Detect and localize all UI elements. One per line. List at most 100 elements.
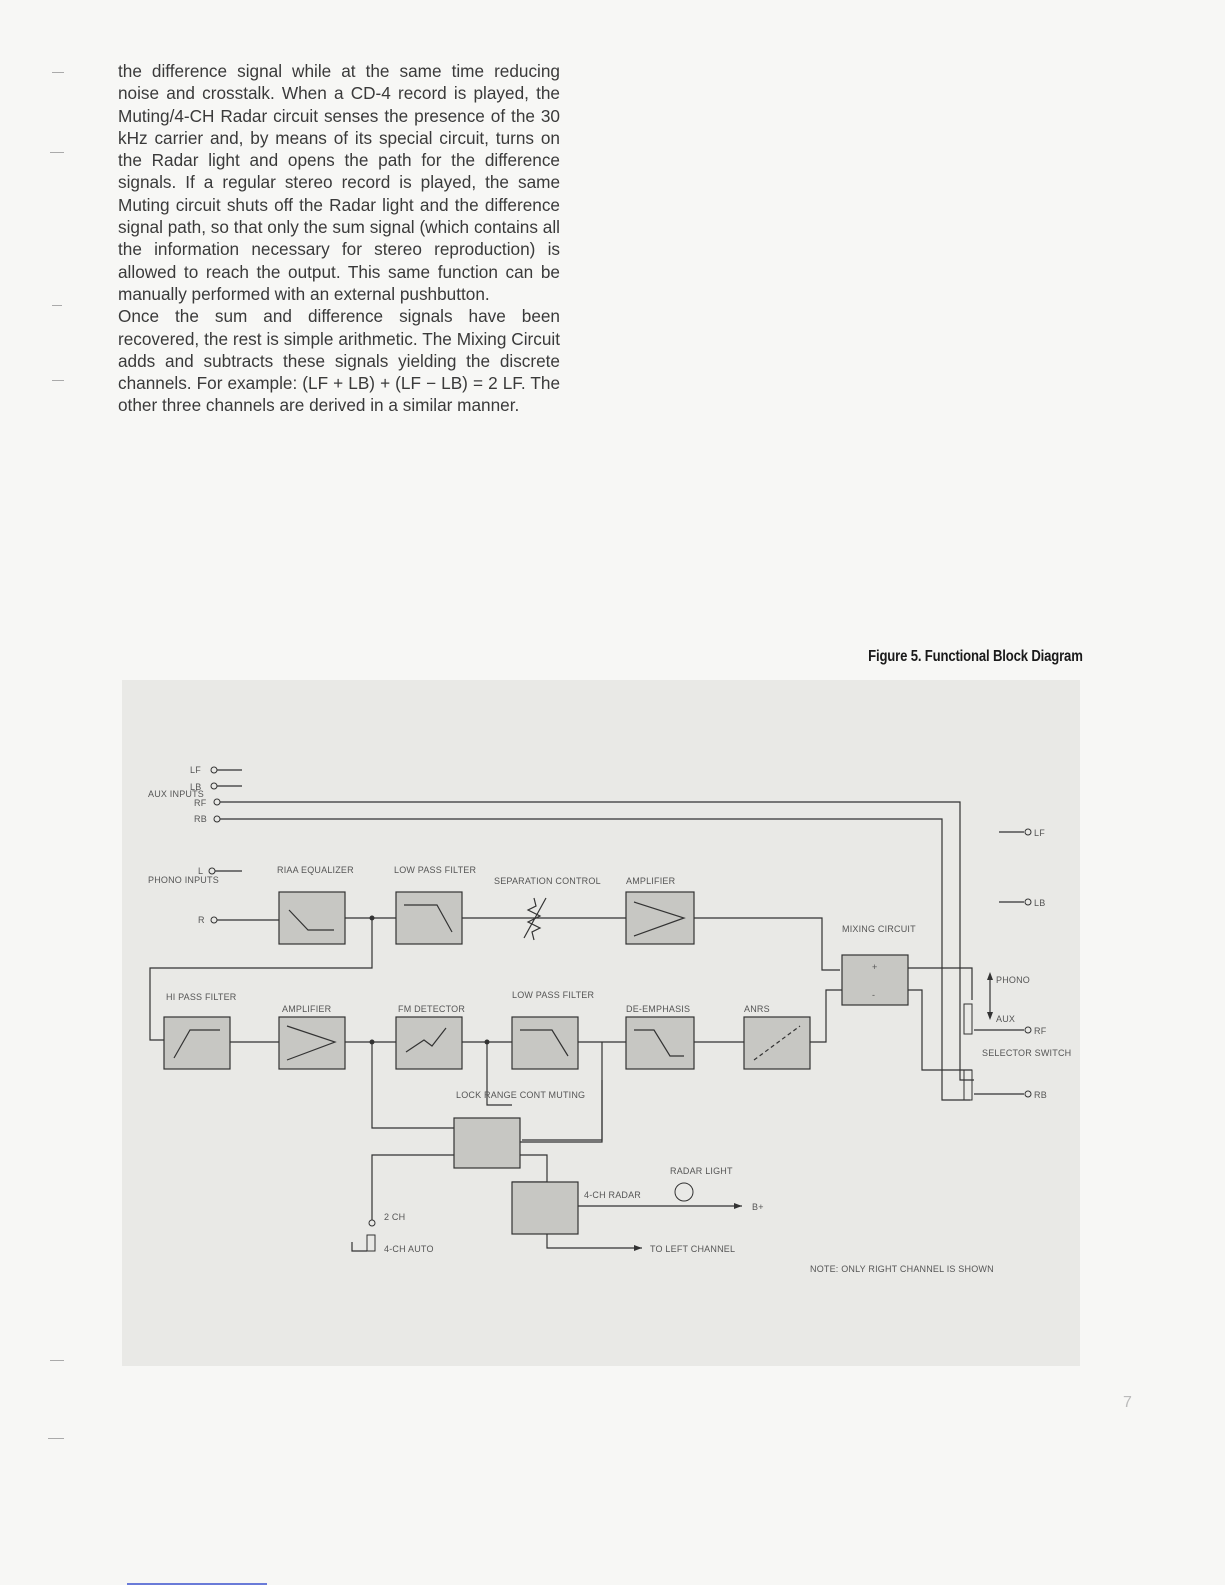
riaa-symbol: [288, 909, 334, 931]
terminal: [1024, 828, 1032, 836]
terminal: [1024, 1090, 1032, 1098]
selector-switch-label: SELECTOR SWITCH: [982, 1048, 1071, 1058]
terminal: [213, 815, 221, 823]
hi-pass-symbol: [173, 1029, 220, 1059]
wire: [546, 1234, 642, 1249]
margin-mark: [52, 380, 64, 381]
figure-caption: Figure 5. Functional Block Diagram: [868, 648, 1083, 665]
four-ch-radar-block: [511, 1181, 579, 1235]
aux-rf-label: RF: [194, 798, 207, 808]
anrs-symbol: [753, 1025, 801, 1061]
fm-detector-symbol: [405, 1027, 447, 1053]
lock-range-muting-block: [453, 1117, 521, 1169]
body-paragraph: the difference signal while at the same …: [118, 61, 560, 304]
phono-inputs-label: PHONO INPUTS: [148, 875, 219, 885]
wire: [371, 1154, 454, 1210]
wire: [220, 801, 974, 1081]
terminal: [368, 1219, 376, 1227]
page-number: 7: [1123, 1394, 1132, 1411]
block-diagram: AUX INPUTS LF LB RF RB PHONO INPUTS L R …: [122, 680, 1080, 1366]
mixing-plus: +: [872, 962, 877, 972]
separation-control-label: SEPARATION CONTROL: [494, 876, 601, 886]
wire: [486, 1042, 512, 1106]
amplifier-symbol: [286, 1025, 337, 1061]
out-lb-label: LB: [1034, 898, 1045, 908]
low-pass-symbol: [520, 1029, 569, 1057]
wire: [149, 918, 373, 1041]
terminal: [210, 782, 218, 790]
aux-rb-label: RB: [194, 814, 207, 824]
wire: [351, 1242, 367, 1252]
wire: [908, 967, 973, 1000]
mixing-minus: -: [872, 990, 875, 1000]
mixing-circuit-label: MIXING CIRCUIT: [842, 924, 916, 934]
wire: [694, 917, 840, 971]
low-pass-filter-1-label: LOW PASS FILTER: [394, 865, 476, 875]
selector-switch-icon: [963, 1003, 973, 1035]
block-diagram-svg: AUX INPUTS LF LB RF RB PHONO INPUTS L R …: [148, 765, 1071, 1274]
terminal: [1024, 1026, 1032, 1034]
margin-mark: [50, 1360, 64, 1361]
selector-switch-icon: [963, 1069, 973, 1101]
de-emphasis-label: DE-EMPHASIS: [626, 1004, 690, 1014]
margin-mark: [52, 305, 62, 306]
four-ch-radar-label: 4-CH RADAR: [584, 1190, 641, 1200]
low-pass-filter-2-label: LOW PASS FILTER: [512, 990, 594, 1000]
bottom-rule: [127, 1583, 267, 1585]
arrow-icon: [634, 1245, 642, 1251]
body-paragraph: Once the sum and difference signals have…: [118, 306, 560, 416]
out-rf-label: RF: [1034, 1026, 1047, 1036]
terminal: [208, 867, 216, 875]
diagram-note: NOTE: ONLY RIGHT CHANNEL IS SHOWN: [810, 1264, 994, 1274]
radar-light-icon: [674, 1182, 694, 1202]
riaa-equalizer-block: [278, 891, 346, 945]
aux-inputs-label: AUX INPUTS: [148, 789, 204, 799]
switch-icon: [366, 1234, 376, 1252]
amplifier-symbol: [633, 901, 686, 937]
wire: [371, 1042, 454, 1129]
to-left-channel-label: TO LEFT CHANNEL: [650, 1244, 735, 1254]
low-pass-filter-1-block: [395, 891, 463, 945]
terminal: [210, 916, 218, 924]
aux-lf-label: LF: [190, 765, 201, 775]
margin-mark: [50, 152, 64, 153]
amplifier-2-block: [278, 1016, 346, 1070]
terminal: [210, 766, 218, 774]
wire: [908, 989, 972, 1071]
out-rb-label: RB: [1034, 1090, 1047, 1100]
arrow-down-icon: [987, 1012, 993, 1020]
out-lf-label: LF: [1034, 828, 1045, 838]
mixing-circuit-block: [841, 954, 909, 1006]
wire: [520, 1080, 603, 1143]
hi-pass-filter-label: HI PASS FILTER: [166, 992, 237, 1002]
anrs-label: ANRS: [744, 1004, 770, 1014]
low-pass-filter-2-block: [511, 1016, 579, 1070]
radar-light-label: RADAR LIGHT: [670, 1166, 733, 1176]
lock-range-label: LOCK RANGE CONT MUTING: [456, 1090, 585, 1100]
fm-detector-label: FM DETECTOR: [398, 1004, 465, 1014]
amplifier-1-label: AMPLIFIER: [626, 876, 676, 886]
wire: [220, 818, 970, 1101]
body-text: the difference signal while at the same …: [118, 60, 560, 417]
two-ch-label: 2 CH: [384, 1212, 405, 1222]
de-emphasis-block: [625, 1016, 695, 1070]
four-ch-auto-label: 4-CH AUTO: [384, 1244, 434, 1254]
b-plus-label: B+: [752, 1202, 764, 1212]
aux-lb-label: LB: [190, 782, 201, 792]
de-emphasis-symbol: [634, 1029, 684, 1057]
aux-label: AUX: [996, 1014, 1015, 1024]
arrow-icon: [734, 1203, 742, 1209]
wire: [810, 989, 842, 1043]
hi-pass-filter-block: [163, 1016, 231, 1070]
low-pass-symbol: [404, 904, 453, 933]
arrow-up-icon: [987, 972, 993, 980]
phono-label: PHONO: [996, 975, 1030, 985]
amplifier-2-label: AMPLIFIER: [282, 1004, 332, 1014]
margin-mark: [48, 1438, 64, 1439]
phono-l-label: L: [198, 866, 203, 876]
terminal: [213, 798, 221, 806]
terminal: [1024, 898, 1032, 906]
phono-r-label: R: [198, 915, 205, 925]
margin-mark: [52, 72, 64, 73]
separation-control-arrow: [523, 897, 547, 939]
